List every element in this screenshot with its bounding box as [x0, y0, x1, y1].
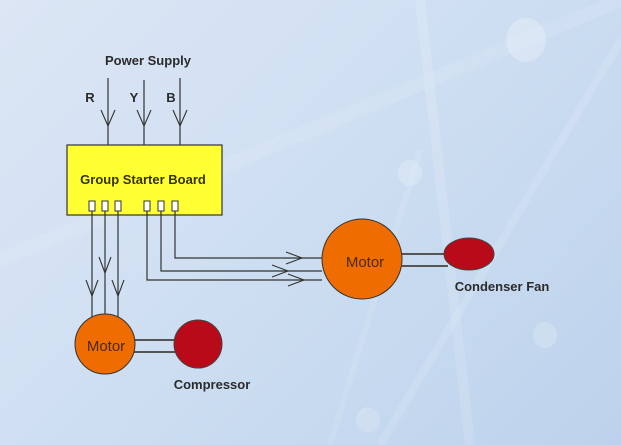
compressor-label: Compressor — [174, 377, 251, 392]
phase-r-label: R — [85, 90, 95, 105]
board-label: Group Starter Board — [80, 172, 206, 187]
compressor — [173, 319, 223, 369]
terminal-1 — [88, 200, 96, 212]
terminal-2 — [101, 200, 109, 212]
supply-line-y — [136, 80, 152, 145]
condenser-fan — [443, 237, 495, 271]
power-supply-label: Power Supply — [105, 53, 192, 68]
compressor-motor — [74, 313, 136, 375]
supply-line-r — [100, 78, 116, 145]
condenser-fan-label: Condenser Fan — [455, 279, 550, 294]
terminal-6 — [171, 200, 179, 212]
terminal-4 — [143, 200, 151, 212]
compressor-feed-wires — [85, 211, 125, 318]
fan-motor — [321, 218, 403, 300]
phase-y-label: Y — [130, 90, 139, 105]
terminal-3 — [114, 200, 122, 212]
phase-b-label: B — [166, 90, 175, 105]
terminal-5 — [157, 200, 165, 212]
fan-shaft — [402, 253, 448, 267]
fan-motor-label: Motor — [346, 254, 384, 271]
fan-feed-wires — [146, 211, 322, 287]
supply-line-b — [172, 78, 188, 145]
compressor-shaft — [133, 339, 176, 353]
compressor-motor-label: Motor — [87, 338, 125, 355]
